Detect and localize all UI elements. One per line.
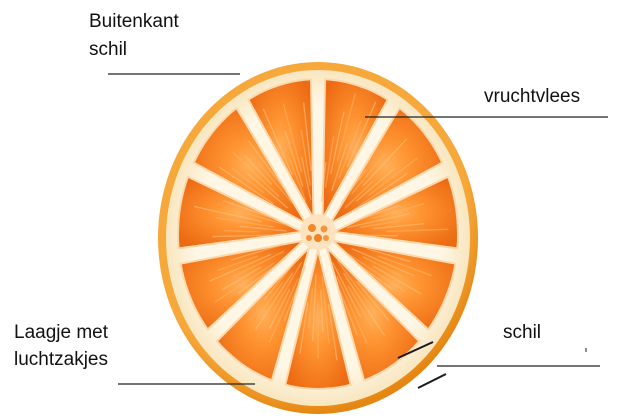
core [300,214,336,250]
juice-sac [360,235,397,236]
air-layer-label-line2: luchtzakjes [14,348,108,372]
peel-pointer-lower [418,374,446,388]
peel-label: schil [503,321,541,345]
outer-peel-label-line1: Buitenkant [89,10,179,34]
orange-slice [158,62,478,414]
pulp-label: vruchtvlees [484,85,580,109]
outer-peel-label-line2: schil [89,38,127,62]
air-layer-label-line1: Laagje met [14,321,108,345]
